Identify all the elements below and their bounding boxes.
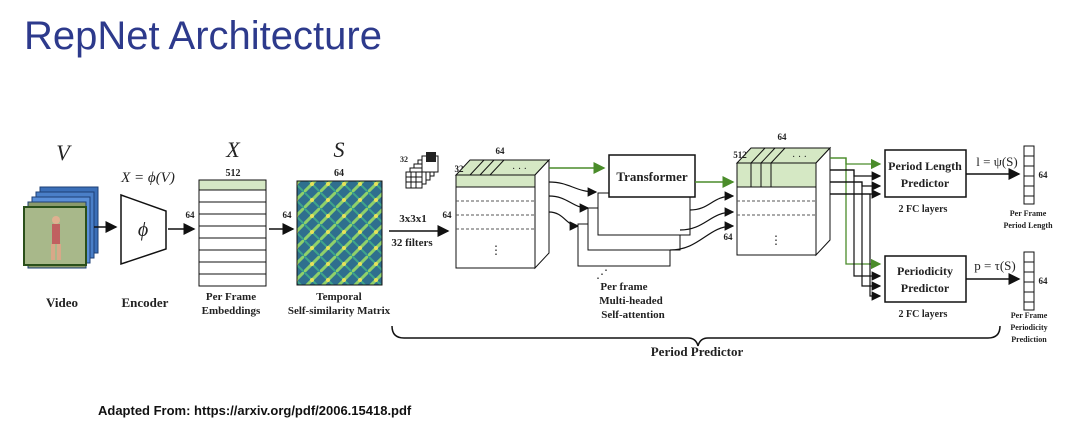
feat1-left: 32 (455, 164, 465, 174)
svg-text:⋮: ⋮ (490, 243, 502, 257)
video-block: V Video (23, 140, 99, 310)
predictor-branches (830, 157, 882, 301)
svg-text:· · ·: · · · (792, 152, 807, 163)
ssm-heatmap (296, 180, 383, 286)
periodicity-formula: p = τ(S) (974, 258, 1015, 273)
period-length-out-2: Period Length (1003, 221, 1053, 230)
video-label: Video (46, 295, 78, 310)
video-symbol: V (56, 140, 72, 165)
embeddings-symbol: X (225, 137, 241, 162)
ssm-block: S 64 64 Temporal Self-similarity Matrix (283, 137, 391, 317)
periodicity-predictor: Periodicity Predictor 2 FC layers p = τ(… (884, 251, 1049, 344)
embeddings-label-1: Per Frame (206, 291, 256, 303)
period-length-output-vector (1023, 145, 1035, 205)
svg-text:· · ·: · · · (512, 164, 527, 175)
conv-filter-cube-icon (405, 152, 439, 189)
transformer-caption-2: Multi-headed (599, 295, 663, 307)
ssm-dim-side: 64 (283, 210, 293, 220)
period-length-dim: 64 (1039, 170, 1049, 180)
periodicity-out-2: Periodicity (1010, 323, 1047, 332)
periodicity-label-1: Periodicity (897, 264, 953, 278)
page-title: RepNet Architecture (24, 14, 382, 58)
conv-k: 32 (400, 155, 408, 164)
period-length-fc: 2 FC layers (899, 204, 948, 215)
periodicity-label-2: Predictor (901, 281, 950, 295)
periodicity-dim: 64 (1039, 276, 1049, 286)
source-citation: Adapted From: https://arxiv.org/pdf/2006… (98, 403, 412, 418)
period-length-formula: l = ψ(S) (976, 154, 1017, 169)
feat1-side: 64 (443, 210, 453, 220)
feat2-side: 64 (724, 232, 734, 242)
ssm-label-1: Temporal (316, 291, 361, 303)
encoder-symbol: ϕ (138, 219, 148, 241)
feat1-top: 64 (496, 146, 506, 156)
ssm-dim-top: 64 (334, 168, 344, 179)
ssm-label-2: Self-similarity Matrix (288, 305, 391, 317)
feature-volume-1: · · · ⋮ 64 32 64 (443, 146, 551, 270)
conv-op: 3x3x1 (399, 213, 427, 225)
encoder-block: X = ϕ(V) ϕ Encoder (120, 170, 175, 310)
feat2-top: 64 (778, 132, 788, 142)
encoder-formula: X = ϕ(V) (120, 170, 175, 186)
periodicity-fc: 2 FC layers (899, 309, 948, 320)
conv-filters-count: 32 filters (391, 237, 433, 249)
encoder-label: Encoder (122, 295, 169, 310)
embeddings-block: X 512 64 Per Frame Embeddings (186, 137, 267, 317)
transformer-label: Transformer (616, 169, 687, 184)
transformer-block: Transformer ⋰ Per frame Multi-headed Sel… (577, 154, 696, 321)
periodicity-out-3: Prediction (1011, 335, 1047, 344)
transformer-box (608, 154, 696, 198)
period-length-label-1: Period Length (888, 159, 962, 173)
transformer-caption-3: Self-attention (601, 309, 665, 321)
embeddings-label-2: Embeddings (202, 305, 261, 317)
svg-text:⋮: ⋮ (770, 233, 782, 247)
feature-volume-2: · · · ⋮ 64 512 64 (724, 132, 832, 257)
period-length-label-2: Predictor (901, 176, 950, 190)
svg-text:⋰: ⋰ (596, 267, 608, 281)
periodicity-out-1: Per Frame (1011, 311, 1048, 320)
conv-filters-block: 32 3x3x1 32 filters (391, 152, 439, 249)
transformer-caption-1: Per frame (600, 281, 647, 293)
embeddings-dim-top: 512 (226, 168, 241, 179)
period-length-predictor: Period Length Predictor 2 FC layers l = … (884, 145, 1053, 230)
embeddings-dim-side: 64 (186, 210, 196, 220)
period-predictor-label: Period Predictor (651, 344, 744, 359)
feat2-left: 512 (733, 150, 747, 160)
period-predictor-brace: Period Predictor (391, 325, 1001, 359)
period-length-out-1: Per Frame (1010, 209, 1047, 218)
ssm-symbol: S (334, 137, 345, 162)
encoder-shape (120, 193, 167, 266)
periodicity-output-vector (1023, 251, 1035, 311)
